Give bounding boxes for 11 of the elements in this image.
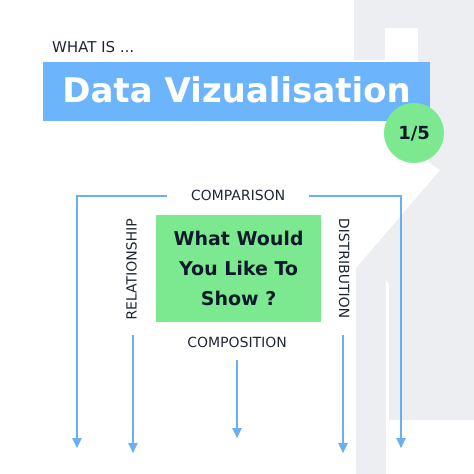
arrow — [232, 360, 242, 438]
arrow — [309, 195, 406, 448]
category-label: DISTRIBUTION — [332, 208, 354, 328]
arrow — [338, 335, 348, 453]
arrow — [128, 335, 138, 453]
category-label: RELATIONSHIP — [122, 210, 144, 328]
arrow — [72, 195, 167, 448]
question-box: What Would You Like To Show ? — [156, 215, 321, 322]
category-label: COMPARISON — [172, 185, 304, 207]
heading-label: WHAT IS ... — [52, 38, 134, 56]
category-label: COMPOSITION — [172, 332, 302, 354]
